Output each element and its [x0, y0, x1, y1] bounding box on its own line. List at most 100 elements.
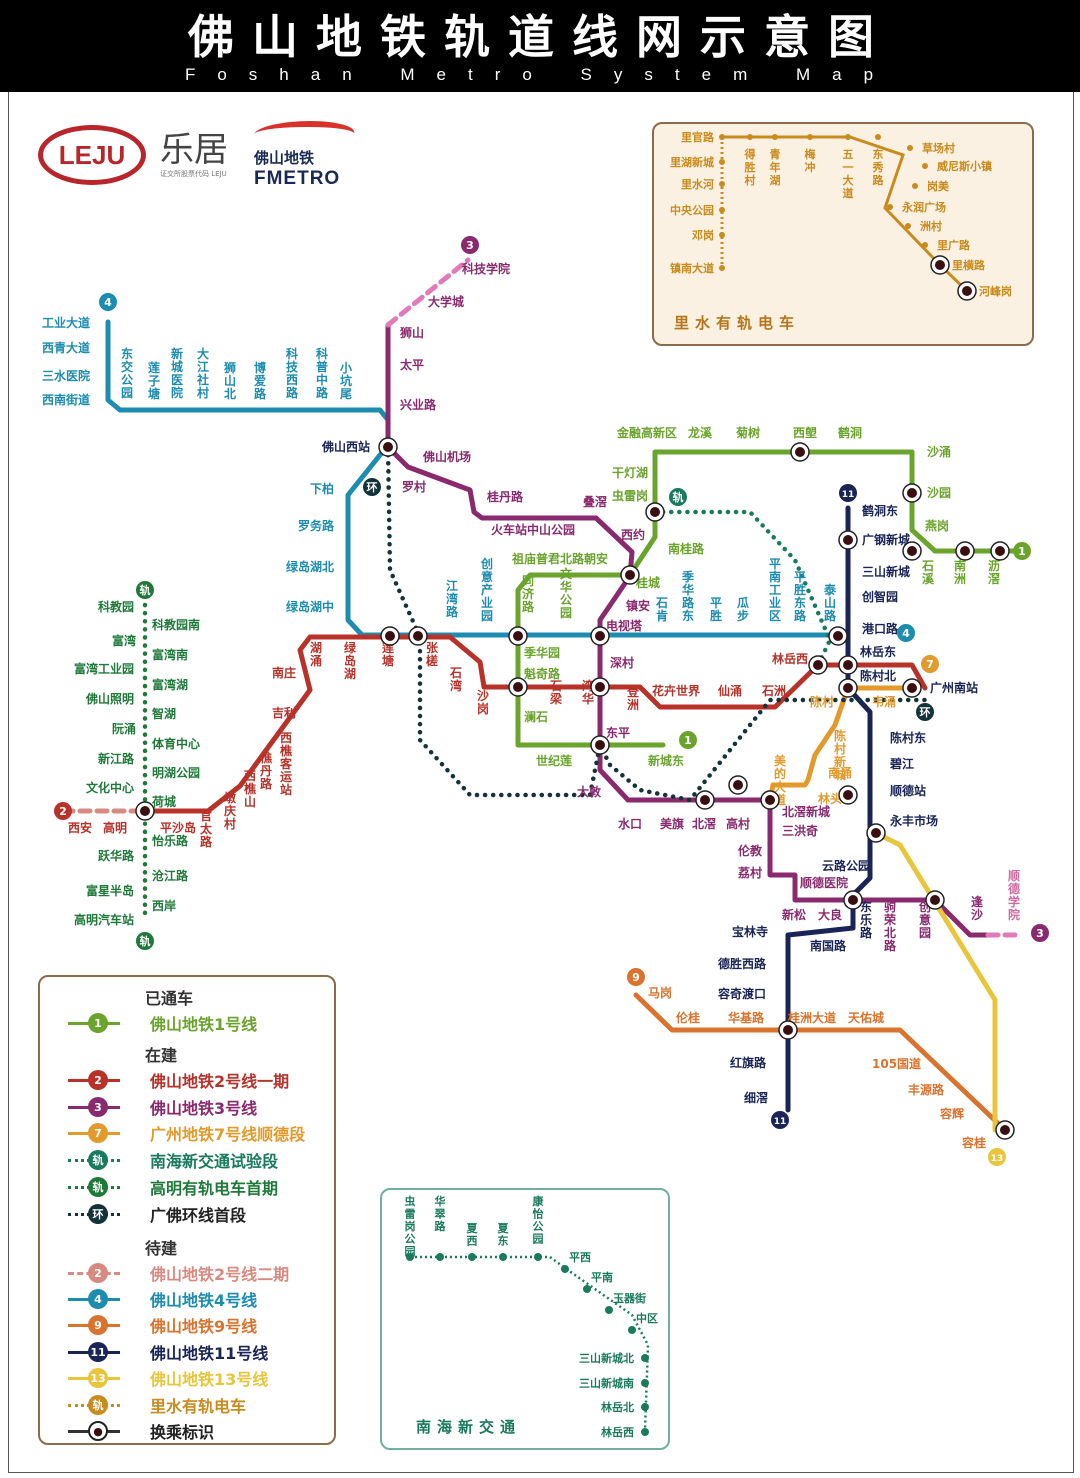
station[interactable]: 鹤洞东 [862, 503, 898, 518]
station[interactable]: 科教园 [98, 599, 134, 614]
transfer-station-icon[interactable] [902, 541, 922, 561]
station[interactable]: 陈村北 [860, 668, 896, 683]
station[interactable]: 大学城 [428, 294, 464, 309]
transfer-station-icon[interactable] [995, 1120, 1015, 1140]
transfer-station-icon[interactable] [902, 483, 922, 503]
station[interactable]: 新江路 [98, 751, 135, 766]
station[interactable]: 西南街道 [42, 392, 90, 407]
transfer-station-icon[interactable] [838, 655, 858, 675]
station[interactable]: 跃华路 [98, 848, 135, 863]
station[interactable]: 林头 [818, 791, 842, 806]
transfer-station-icon[interactable] [760, 790, 780, 810]
station[interactable]: 富湾湖 [152, 677, 188, 692]
transfer-station-icon[interactable] [925, 890, 945, 910]
station[interactable]: 华基路 [728, 1010, 765, 1025]
station[interactable]: 荔村 [737, 865, 762, 880]
station[interactable]: 绿岛湖 [344, 640, 357, 681]
station[interactable]: 大敦 [577, 784, 602, 799]
station[interactable]: 桂丹路 [486, 489, 524, 504]
station[interactable]: 沥滘 [988, 559, 1000, 586]
station[interactable]: 世纪莲 [536, 753, 572, 768]
station[interactable]: 永丰市场 [889, 813, 938, 828]
station[interactable]: 陈村 [810, 694, 834, 709]
station[interactable]: 魁奇路 [524, 666, 561, 681]
station[interactable]: 大良 [818, 907, 842, 922]
transfer-station-icon[interactable] [590, 735, 610, 755]
station[interactable]: 鹤洞 [838, 425, 862, 440]
transfer-station-icon[interactable] [990, 541, 1010, 561]
transfer-station-icon[interactable] [135, 801, 155, 821]
station[interactable]: 智湖 [151, 706, 176, 721]
station[interactable]: 工业大道 [42, 315, 90, 330]
transfer-station-icon[interactable] [508, 677, 528, 697]
station[interactable]: 太平 [400, 357, 424, 372]
station[interactable]: 金融高新区 [616, 425, 677, 440]
station[interactable]: 官太路 [200, 808, 213, 849]
transfer-station-icon[interactable] [930, 255, 950, 275]
station[interactable]: 三山新城 [862, 564, 910, 579]
transfer-station-icon[interactable] [378, 437, 398, 457]
station[interactable]: 佛山西站 [321, 439, 370, 454]
station[interactable]: 伦桂 [676, 1010, 700, 1025]
station[interactable]: 祖庙普君北路朝安 [511, 551, 608, 566]
station[interactable]: 罗务路 [298, 518, 335, 533]
station[interactable]: 平沙岛 [160, 820, 196, 835]
station[interactable]: 东平 [606, 725, 630, 740]
transfer-station-icon[interactable] [866, 823, 886, 843]
station[interactable]: 燕岗 [925, 518, 949, 533]
station[interactable]: 富湾工业园 [74, 661, 134, 676]
station[interactable]: 富湾南 [152, 647, 188, 662]
station[interactable]: 西安 [68, 820, 92, 835]
station[interactable]: 明湖公园 [152, 765, 200, 780]
transfer-station-icon[interactable] [790, 442, 810, 462]
station[interactable]: 石湾 [449, 666, 462, 693]
transfer-station-icon[interactable] [508, 626, 528, 646]
station[interactable]: 深村 [610, 655, 634, 670]
station[interactable]: 容奇渡口 [717, 986, 766, 1001]
station[interactable]: 火车站中山公园 [491, 522, 575, 537]
station[interactable]: 沧江路 [152, 868, 189, 883]
transfer-station-icon[interactable] [955, 541, 975, 561]
station[interactable]: 创智园 [861, 589, 898, 604]
station[interactable]: 西青大道 [42, 340, 90, 355]
station[interactable]: 江湾路 [446, 578, 459, 619]
transfer-station-icon[interactable] [828, 626, 848, 646]
station[interactable]: 宝林寺 [732, 924, 768, 939]
station[interactable]: 菊树 [735, 425, 760, 440]
station[interactable]: 南国路 [810, 938, 847, 953]
station[interactable]: 龙溪 [688, 425, 713, 440]
station[interactable]: 莲子塘 [148, 360, 160, 401]
transfer-station-icon[interactable] [728, 775, 748, 795]
transfer-station-icon[interactable] [902, 678, 922, 698]
station[interactable]: 顺德站 [890, 783, 926, 798]
transfer-station-icon[interactable] [843, 890, 863, 910]
station[interactable]: 佛山照明 [85, 691, 134, 706]
station[interactable]: 云路公园 [822, 858, 870, 873]
station[interactable]: 北滘新城 [782, 804, 830, 819]
station[interactable]: 港口路 [862, 621, 899, 636]
station[interactable]: 美旗 [660, 816, 684, 831]
station[interactable]: 细滘 [744, 1090, 768, 1105]
transfer-station-icon[interactable] [808, 655, 828, 675]
station[interactable]: 南洲 [954, 558, 966, 586]
station[interactable]: 罗村 [402, 479, 426, 494]
station[interactable]: 西塱 [793, 425, 817, 440]
station[interactable]: 富星半岛 [86, 883, 134, 898]
station[interactable]: 泰山路 [823, 582, 837, 623]
station[interactable]: 桂洲大道 [787, 1010, 836, 1025]
station[interactable]: 石洲 [761, 684, 786, 698]
station[interactable]: 105国道 [872, 1056, 921, 1071]
station[interactable]: 高明 [103, 820, 127, 835]
station[interactable]: 体育中心 [152, 736, 200, 751]
station[interactable]: 叠滘 [583, 494, 607, 509]
station[interactable]: 镇安 [626, 598, 650, 613]
station[interactable]: 容桂 [961, 1135, 986, 1150]
transfer-station-icon[interactable] [645, 502, 665, 522]
